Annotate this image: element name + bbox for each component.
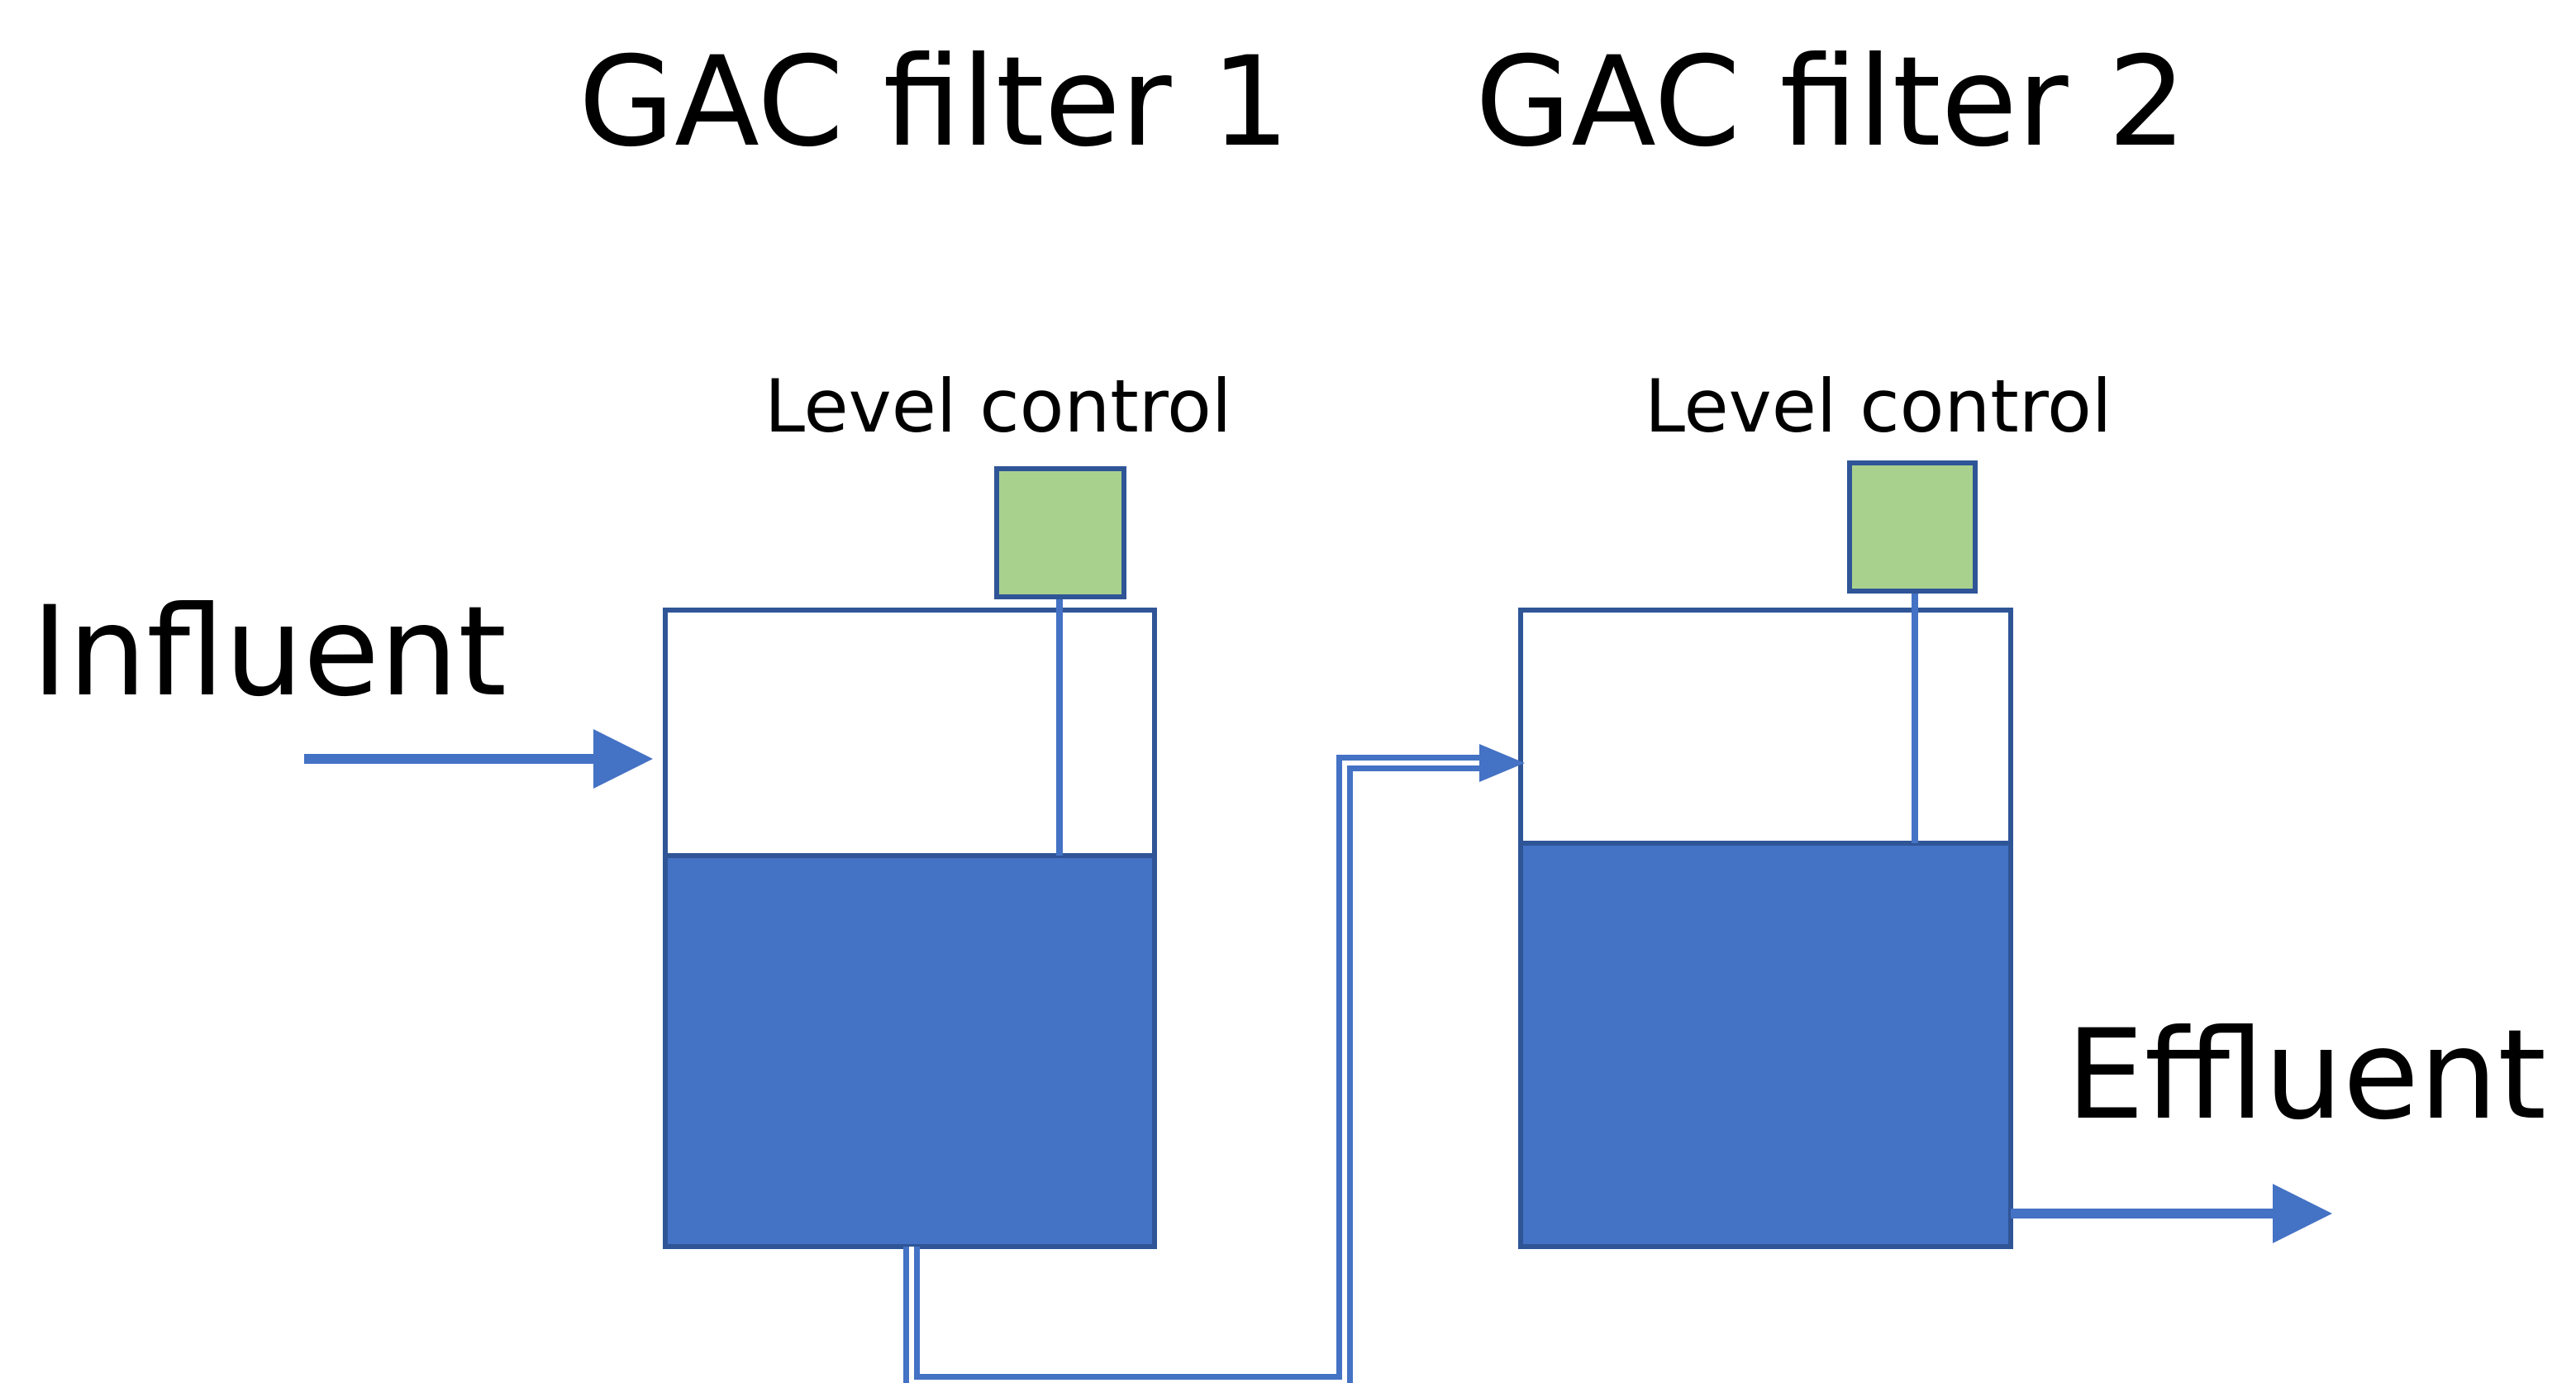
level-sensor-2-box xyxy=(1847,460,1978,594)
level-control-1-label: Level control xyxy=(764,364,1231,449)
filter-1-title: GAC filter 1 xyxy=(579,31,1290,174)
connecting-pipe-inner xyxy=(909,761,1479,1383)
tank-1-water xyxy=(668,856,1152,1244)
level-control-2 xyxy=(1847,460,1978,843)
connecting-pipe-arrowhead xyxy=(1479,744,1525,782)
effluent-label: Effluent xyxy=(2066,1004,2546,1147)
tank-2 xyxy=(1518,608,2013,1249)
influent-label: Influent xyxy=(31,580,507,724)
level-control-1 xyxy=(994,466,1126,856)
filter-2-title: GAC filter 2 xyxy=(1475,31,2187,174)
tank-1 xyxy=(663,608,1157,1249)
tank-2-water xyxy=(1523,843,2008,1244)
level-control-2-label: Level control xyxy=(1645,364,2112,449)
level-sensor-1-box xyxy=(994,466,1126,599)
